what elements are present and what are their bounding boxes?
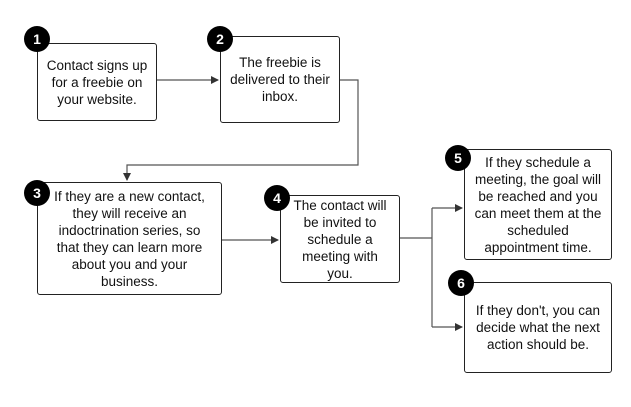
step-2-text: The freebie is delivered to their inbox. [230, 55, 330, 104]
step-5-box: If they schedule a meeting, the goal wil… [464, 149, 612, 260]
step-6-box: If they don't, you can decide what the n… [464, 282, 612, 373]
step-3-text: If they are a new contact, they will rec… [54, 188, 205, 289]
step-3-box: If they are a new contact, they will rec… [37, 182, 222, 295]
step-6-text: If they don't, you can decide what the n… [475, 303, 601, 352]
step-5-badge: 5 [445, 145, 471, 171]
step-6-badge: 6 [448, 270, 474, 296]
step-1-box: Contact signs up for a freebie on your w… [37, 43, 157, 121]
step-4-box: The contact will be invited to schedule … [280, 195, 400, 283]
step-5-text: If they schedule a meeting, the goal wil… [474, 154, 602, 255]
step-3-badge: 3 [24, 180, 50, 206]
step-1-badge: 1 [24, 26, 50, 52]
connector-2-3 [123, 79, 359, 181]
step-4-text: The contact will be invited to schedule … [293, 197, 387, 281]
step-4-badge: 4 [264, 185, 290, 211]
step-1-text: Contact signs up for a freebie on your w… [46, 57, 148, 107]
step-2-badge: 2 [207, 26, 233, 52]
step-2-box: The freebie is delivered to their inbox. [220, 36, 340, 123]
